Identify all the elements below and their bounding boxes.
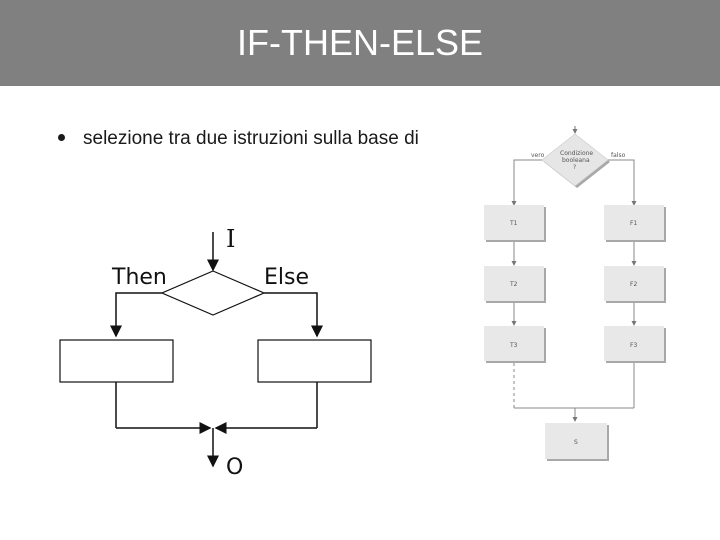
right-condition-line1: Condizione (560, 150, 593, 157)
right-false-branch (608, 159, 637, 206)
bullet-item: selezione tra due istruzioni sulla base … (58, 128, 419, 158)
bullet-dot-icon (58, 133, 65, 141)
right-false-label: falso (611, 152, 626, 159)
slide-title: IF-THEN-ELSE (236, 22, 484, 63)
output-label: O (226, 455, 243, 480)
right-f3-label: F3 (630, 342, 637, 349)
right-t3-box (484, 326, 544, 361)
right-true-branch (511, 159, 542, 206)
then-label: Then (111, 265, 167, 290)
right-f1-label: F1 (630, 220, 637, 227)
right-f2-label: F2 (630, 281, 637, 288)
title-bar: IF-THEN-ELSE (0, 0, 720, 86)
condition-diamond (160, 270, 266, 316)
right-f1-box (604, 205, 664, 240)
right-condition-diamond (541, 133, 609, 187)
else-label: Else (264, 265, 309, 290)
else-box (257, 339, 372, 383)
right-t1-label: T1 (509, 220, 518, 227)
right-t3-label: T3 (509, 342, 518, 349)
right-condition-line2: booleana (562, 157, 590, 164)
right-s-label: S (574, 439, 578, 446)
then-branch-line (110, 292, 162, 338)
then-box (59, 339, 174, 383)
right-f3-box (604, 326, 664, 361)
right-true-label: vero (531, 152, 545, 159)
right-s-box (545, 423, 607, 459)
input-label: I (226, 225, 235, 253)
right-t2-box (484, 266, 544, 301)
right-f2-box (604, 266, 664, 301)
bullet-text: selezione tra due istruzioni sulla base … (83, 128, 419, 149)
right-condition-line3: ? (573, 164, 576, 171)
right-t1-box (484, 205, 544, 240)
right-t2-label: T2 (509, 281, 518, 288)
else-branch-line (264, 292, 323, 338)
